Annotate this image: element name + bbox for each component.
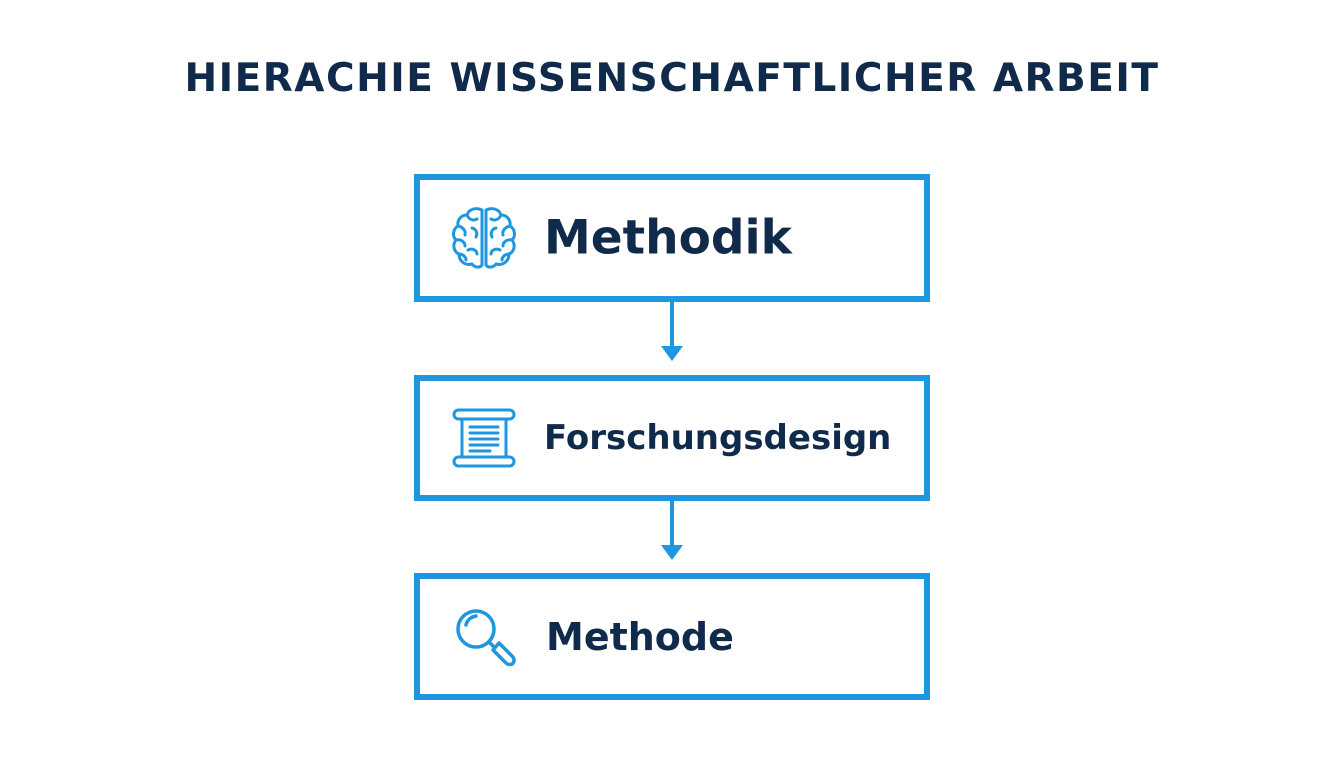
arrow-down-2 [661,499,683,560]
box-label-methode: Methode [546,614,734,659]
magnifier-icon [456,608,516,666]
box-label-forschungsdesign: Forschungsdesign [544,418,892,458]
hierarchy-box-forschungsdesign: Forschungsdesign [414,375,930,501]
page-title: HIERACHIE WISSENSCHAFTLICHER ARBEIT [184,56,1160,101]
hierarchy-box-methodik: Methodik [414,174,930,302]
scroll-icon [452,408,516,468]
box-label-methodik: Methodik [544,210,792,266]
arrow-down-1 [661,300,683,361]
brain-icon [452,207,516,269]
hierarchy-box-methode: Methode [414,573,930,700]
